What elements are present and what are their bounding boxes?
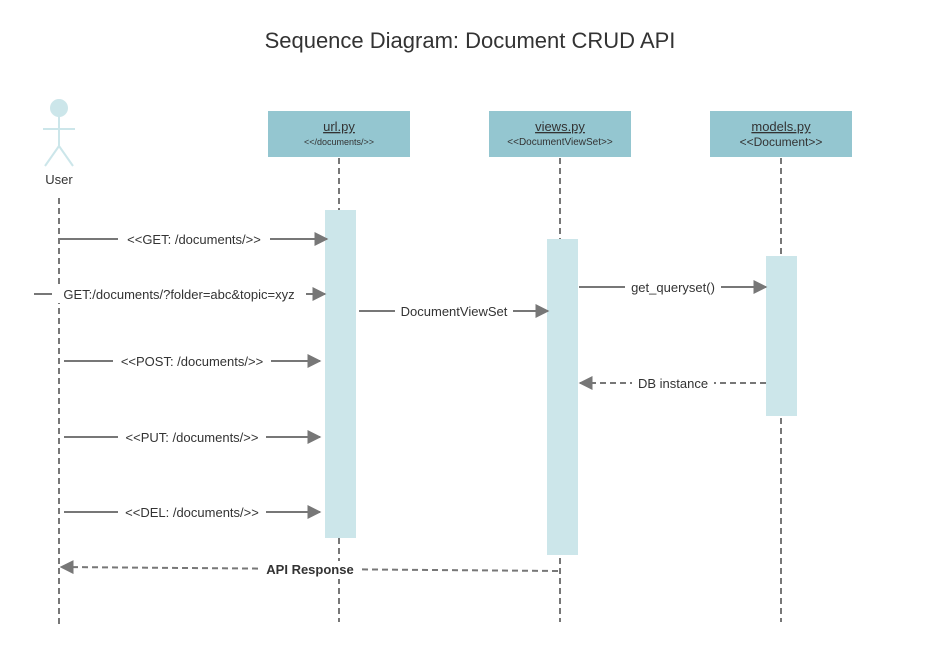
message-documentviewset: DocumentViewSet [359, 302, 550, 320]
participant-name: views.py [535, 119, 585, 134]
message-label: <<GET: /documents/>> [127, 232, 261, 247]
message-label: DocumentViewSet [401, 304, 508, 319]
participant-url: url.py <</documents/>> [268, 111, 410, 157]
participant-views: views.py <<DocumentViewSet>> [489, 111, 631, 157]
message-get: <<GET: /documents/>> [60, 230, 329, 248]
message-post: <<POST: /documents/>> [64, 352, 322, 370]
participant-name: url.py [323, 119, 355, 134]
message-get-queryset: get_queryset() [579, 278, 768, 296]
message-api-response: API Response [59, 560, 559, 579]
message-db-instance: DB instance [578, 374, 766, 392]
message-get-query: GET:/documents/?folder=abc&topic=xyz [34, 285, 327, 303]
participant-name: models.py [751, 119, 811, 134]
participant-stereotype: <</documents/>> [304, 137, 374, 147]
activation-models [766, 256, 797, 416]
participant-stereotype: <<DocumentViewSet>> [507, 137, 613, 148]
message-label: GET:/documents/?folder=abc&topic=xyz [63, 287, 294, 302]
message-label: get_queryset() [631, 280, 715, 295]
message-label: <<PUT: /documents/>> [126, 430, 259, 445]
message-label: <<DEL: /documents/>> [125, 505, 259, 520]
stick-figure-icon [43, 99, 75, 167]
message-label: DB instance [638, 376, 708, 391]
actor-label: User [45, 172, 73, 187]
message-label: API Response [266, 562, 353, 577]
message-del: <<DEL: /documents/>> [64, 503, 322, 521]
participant-models: models.py <<Document>> [710, 111, 852, 157]
activation-url [325, 210, 356, 538]
participant-stereotype: <<Document>> [740, 135, 823, 149]
activation-views [547, 239, 578, 555]
message-label: <<POST: /documents/>> [121, 354, 263, 369]
actor-user: User [43, 99, 75, 187]
message-put: <<PUT: /documents/>> [64, 428, 322, 446]
diagram-title: Sequence Diagram: Document CRUD API [265, 28, 676, 53]
